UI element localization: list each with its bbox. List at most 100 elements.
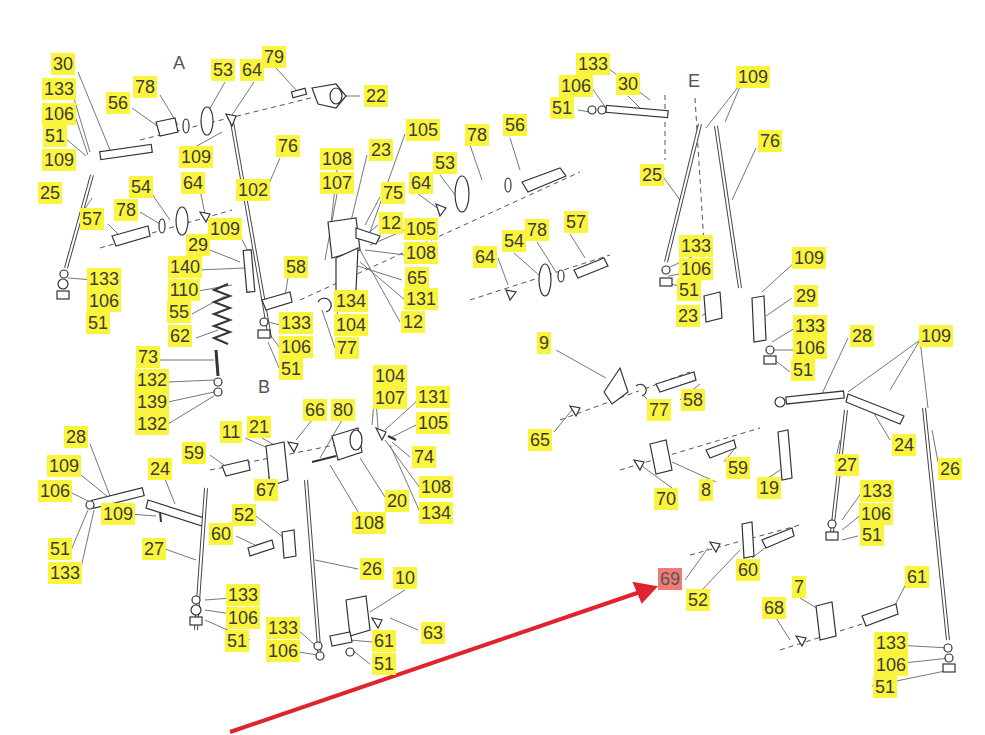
callout-number: 51 [279, 358, 303, 380]
callout-number: 133 [87, 268, 121, 290]
callout-number: 51 [677, 279, 701, 301]
callout-number: 51 [860, 524, 884, 546]
callout-number: 108 [419, 476, 453, 498]
callout-number: 51 [43, 125, 67, 147]
callout-number: 11 [220, 421, 243, 443]
callout-number: 132 [135, 413, 169, 435]
callout-number: 106 [874, 654, 908, 676]
callout-number: 104 [334, 314, 368, 336]
callout-number: 61 [372, 630, 396, 652]
callout-number: 56 [503, 114, 527, 136]
callout-number: 134 [419, 502, 453, 524]
callout-number: 134 [334, 290, 368, 312]
callout-number: 109 [101, 503, 135, 525]
callout-number: 64 [409, 172, 433, 194]
callout-number: 19 [757, 477, 781, 499]
callout-number: 30 [51, 53, 75, 75]
callout-number: 107 [373, 387, 407, 409]
callout-number: 26 [360, 558, 384, 580]
callout-number: 8 [699, 479, 713, 501]
view-letter: E [687, 70, 701, 92]
callout-number: 132 [135, 369, 169, 391]
callout-number: 20 [385, 490, 409, 512]
callout-number: 52 [686, 589, 710, 611]
callout-number: 133 [860, 480, 894, 502]
callout-number: 109 [919, 325, 953, 347]
callout-number: 108 [404, 242, 438, 264]
callout-number: 54 [502, 230, 526, 252]
callout-number: 78 [114, 199, 138, 221]
callout-number: 12 [379, 212, 403, 234]
callout-number: 106 [38, 480, 72, 502]
callout-number: 28 [850, 325, 874, 347]
callout-number: 10 [393, 567, 417, 589]
callout-number: 133 [279, 312, 313, 334]
callout-number: 105 [416, 412, 450, 434]
callout-number: 25 [640, 164, 664, 186]
callout-number: 78 [133, 76, 157, 98]
callout-number: 70 [654, 488, 678, 510]
callout-number: 29 [794, 285, 818, 307]
callout-number: 107 [320, 172, 354, 194]
callout-number: 53 [433, 152, 457, 174]
callout-number: 74 [412, 446, 436, 468]
callout-number: 77 [335, 337, 359, 359]
callout-number: 78 [465, 124, 489, 146]
callout-number: 140 [168, 256, 202, 278]
callout-number: 23 [369, 139, 393, 161]
callout-number: 133 [576, 53, 610, 75]
pointer-arrow [230, 583, 656, 732]
callout-number: 21 [247, 416, 271, 438]
callout-number: 51 [550, 97, 574, 119]
callout-number: 139 [135, 391, 169, 413]
callout-number: 62 [168, 325, 192, 347]
callout-number: 109 [736, 66, 770, 88]
callout-number: 52 [232, 504, 256, 526]
callout-number: 59 [182, 442, 206, 464]
callout-number: 59 [726, 457, 750, 479]
callout-number: 110 [168, 279, 201, 301]
callout-number: 53 [211, 59, 235, 81]
callout-number: 51 [48, 538, 72, 560]
callout-number: 64 [181, 172, 205, 194]
callout-number: 133 [874, 632, 908, 654]
callout-number: 23 [676, 305, 700, 327]
callout-number: 133 [266, 617, 300, 639]
callout-number: 76 [758, 130, 782, 152]
callout-number: 106 [679, 258, 713, 280]
callout-number: 26 [938, 458, 962, 480]
highlighted-callout: 69 [658, 568, 682, 590]
callout-number: 64 [240, 59, 264, 81]
callout-number: 57 [80, 208, 104, 230]
callout-number: 131 [404, 288, 438, 310]
callout-number: 25 [38, 182, 62, 204]
callout-number: 27 [835, 454, 859, 476]
callout-number: 12 [401, 311, 425, 333]
callout-number: 104 [373, 365, 407, 387]
callout-number: 106 [559, 75, 593, 97]
callout-number: 65 [528, 429, 552, 451]
callout-number: 133 [679, 235, 713, 257]
callout-number: 133 [48, 562, 82, 584]
callout-number: 67 [254, 479, 278, 501]
callout-number: 58 [681, 389, 705, 411]
callout-number: 56 [106, 92, 130, 114]
callout-number: 106 [87, 290, 121, 312]
callout-number: 60 [736, 559, 760, 581]
callout-number: 51 [873, 676, 897, 698]
callout-number: 109 [179, 146, 213, 168]
callout-number: 77 [647, 399, 671, 421]
callout-number: 51 [372, 653, 396, 675]
callout-number: 106 [266, 640, 300, 662]
callout-number: 102 [236, 179, 270, 201]
callout-number: 28 [64, 426, 88, 448]
callout-number: 75 [381, 182, 405, 204]
callout-number: 106 [42, 103, 76, 125]
callout-number: 9 [537, 332, 551, 354]
callout-number: 108 [352, 512, 386, 534]
callout-number: 68 [762, 597, 786, 619]
callout-number: 105 [404, 218, 438, 240]
view-letter: B [257, 376, 271, 398]
callout-number: 76 [276, 135, 300, 157]
callout-number: 80 [331, 399, 355, 421]
